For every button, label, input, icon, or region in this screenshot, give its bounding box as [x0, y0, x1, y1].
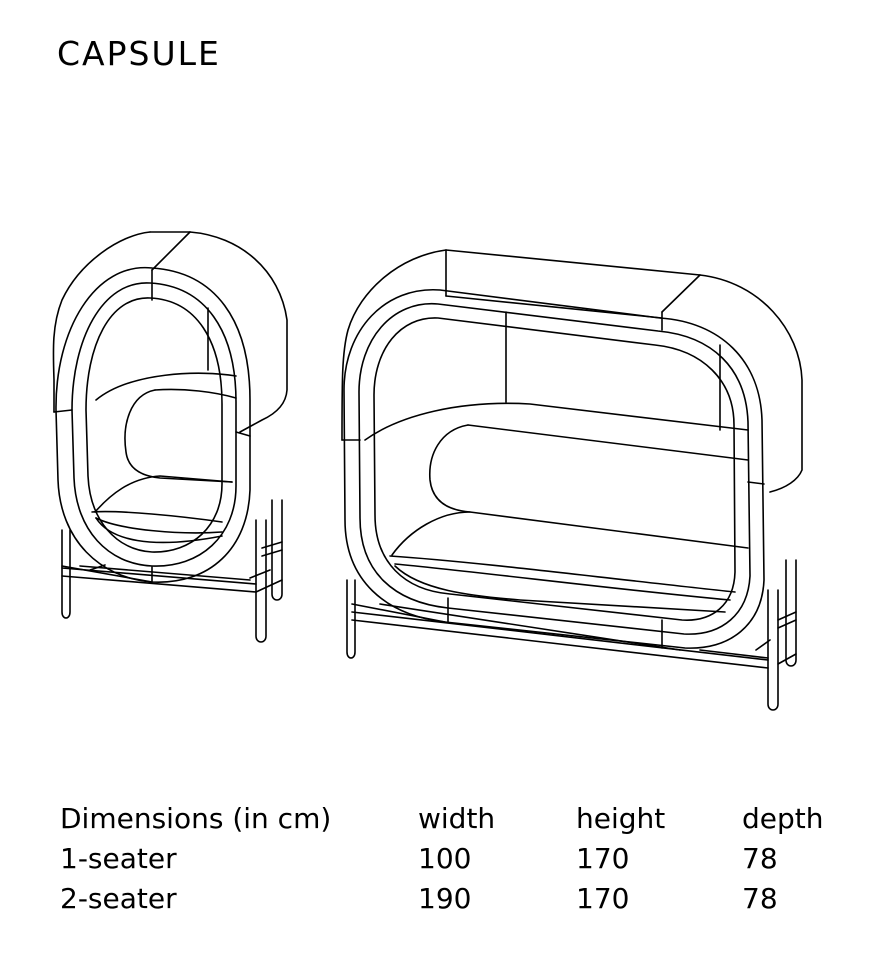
- dimensions-header-row: Dimensions (in cm) width height depth: [60, 798, 842, 838]
- depth-value: 78: [742, 841, 778, 875]
- width-value: 190: [418, 881, 472, 915]
- two-seater-drawing: [341, 249, 803, 711]
- depth-header: depth: [742, 801, 824, 835]
- width-header: width: [418, 801, 496, 835]
- height-header: height: [576, 801, 666, 835]
- dimensions-table: Dimensions (in cm) width height depth 1-…: [60, 798, 842, 918]
- height-value: 170: [576, 881, 630, 915]
- height-value: 170: [576, 841, 630, 875]
- depth-value: 78: [742, 881, 778, 915]
- width-value: 100: [418, 841, 472, 875]
- dimensions-label-header: Dimensions (in cm): [60, 801, 332, 835]
- row-label: 1-seater: [60, 841, 177, 875]
- table-row: 2-seater 190 170 78: [60, 878, 842, 918]
- table-row: 1-seater 100 170 78: [60, 838, 842, 878]
- one-seater-drawing: [52, 231, 288, 643]
- row-label: 2-seater: [60, 881, 177, 915]
- page-title: CAPSULE: [57, 34, 221, 73]
